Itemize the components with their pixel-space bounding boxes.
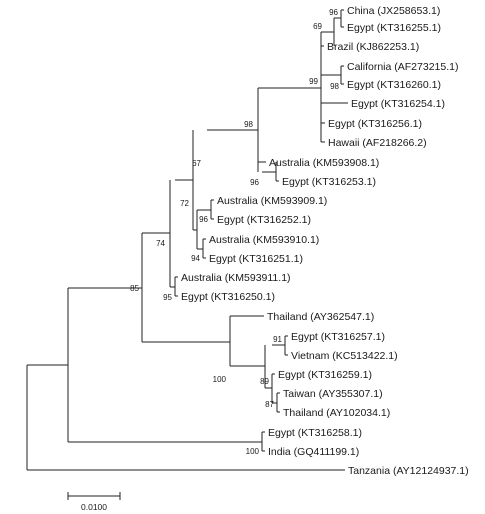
- bootstrap-value: 96: [329, 8, 338, 17]
- bootstrap-value: 74: [156, 239, 165, 248]
- tree-branches: [26, 9, 348, 471]
- leaf-label: Australia (KM593910.1): [209, 234, 319, 246]
- leaf-label: Thailand (AY102034.1): [283, 407, 390, 419]
- leaf-label: Brazil (KJ862253.1): [327, 41, 419, 53]
- leaf-label: Egypt (KT316260.1): [347, 79, 441, 91]
- leaf-label: Egypt (KT316251.1): [209, 253, 303, 265]
- leaf-label: China (JX258653.1): [347, 5, 440, 17]
- leaf-label: California (AF273215.1): [347, 61, 458, 73]
- leaf-label: Australia (KM593909.1): [217, 195, 327, 207]
- bootstrap-value: 91: [273, 335, 282, 344]
- scale-bar-label: 0.0100: [81, 502, 107, 512]
- bootstrap-value: 99: [309, 77, 318, 86]
- leaf-label: Australia (KM593908.1): [269, 157, 379, 169]
- leaf-label: Thailand (AY362547.1): [267, 311, 374, 323]
- leaf-label: Egypt (KT316259.1): [278, 369, 372, 381]
- leaf-label: Egypt (KT316252.1): [217, 214, 311, 226]
- bootstrap-value: 100: [246, 447, 260, 456]
- bootstrap-value: 96: [250, 178, 259, 187]
- bootstrap-value: 95: [163, 293, 172, 302]
- leaf-label: Hawaii (AF218266.2): [328, 137, 427, 149]
- bootstrap-value: 89: [260, 377, 269, 386]
- leaf-labels: China (JX258653.1) Egypt (KT316255.1) Braz…: [181, 5, 469, 477]
- bootstrap-value: 87: [265, 400, 274, 409]
- leaf-label: Egypt (KT316254.1): [351, 98, 445, 110]
- leaf-label: India (GQ411199.1): [268, 446, 359, 458]
- leaf-label: Egypt (KT316257.1): [291, 331, 385, 343]
- leaf-label: Tanzania (AY12124937.1): [348, 465, 469, 477]
- leaf-label: Egypt (KT316253.1): [282, 176, 376, 188]
- bootstrap-value: 100: [213, 375, 227, 384]
- bootstrap-value: 72: [180, 199, 189, 208]
- leaf-label: Vietnam (KC513422.1): [291, 350, 398, 362]
- bootstrap-value: 98: [244, 120, 253, 129]
- bootstrap-value: 69: [313, 22, 322, 31]
- leaf-label: Egypt (KT316255.1): [347, 22, 441, 34]
- leaf-label: Egypt (KT316250.1): [181, 291, 275, 303]
- bootstrap-value: 98: [330, 82, 339, 91]
- bootstrap-value: 67: [192, 159, 201, 168]
- bootstrap-labels: 96 69 98 99 96 98 96 67 94 72 95 74 91 87 89 100 85 100: [130, 8, 339, 456]
- scale-bar: 0.0100: [67, 492, 121, 512]
- bootstrap-value: 96: [199, 215, 208, 224]
- bootstrap-value: 94: [191, 254, 200, 263]
- leaf-label: Taiwan (AY355307.1): [283, 388, 383, 400]
- leaf-label: Australia (KM593911.1): [181, 272, 291, 284]
- leaf-label: Egypt (KT316256.1): [328, 118, 422, 130]
- leaf-label: Egypt (KT316258.1): [268, 427, 362, 439]
- bootstrap-value: 85: [130, 284, 139, 293]
